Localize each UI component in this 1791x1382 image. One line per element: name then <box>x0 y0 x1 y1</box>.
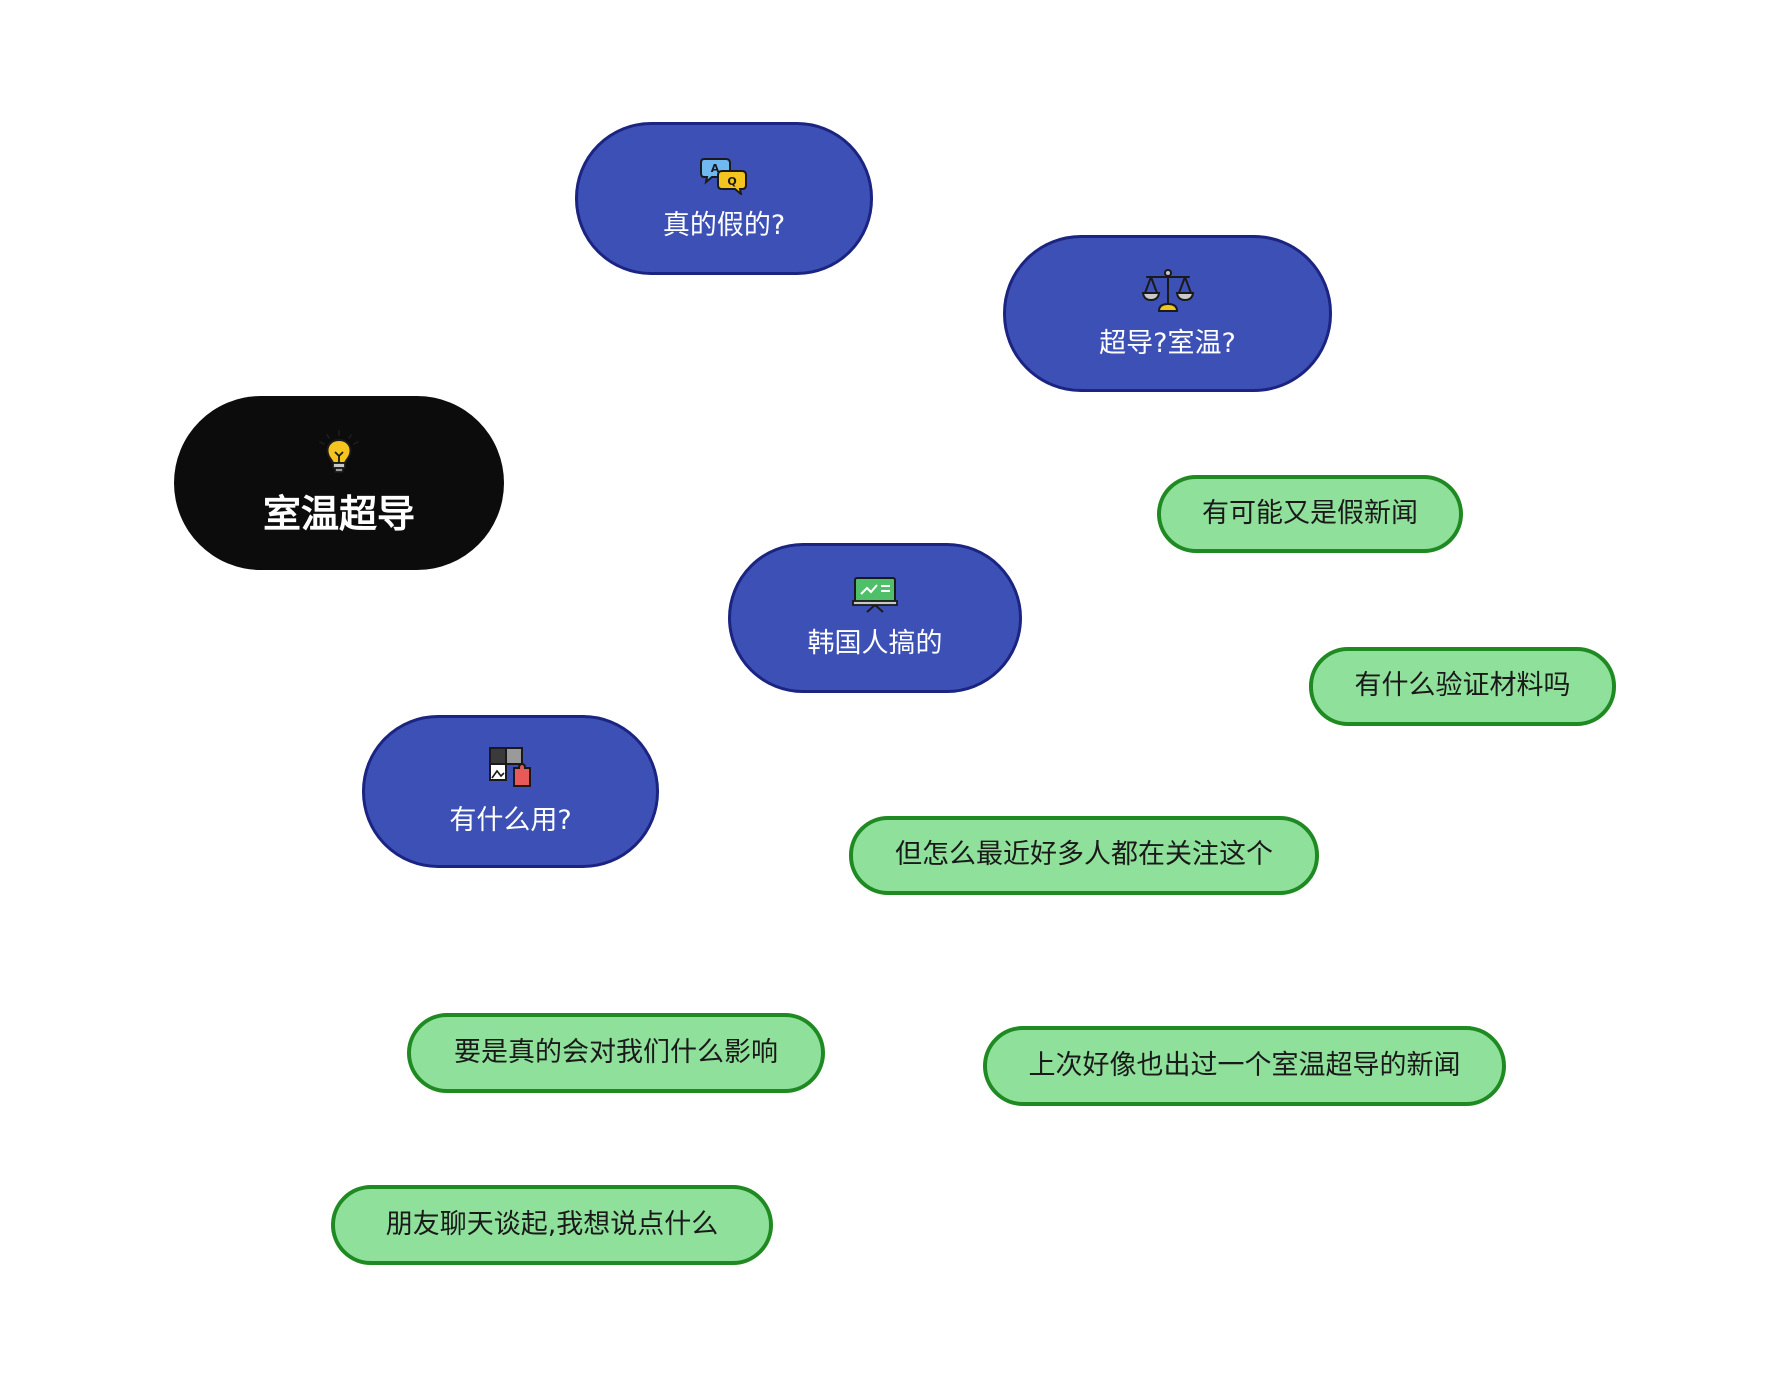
presentation-board-icon <box>852 575 898 620</box>
topic-node-real-or-fake[interactable]: A Q 真的假的? <box>575 122 873 275</box>
note-label: 但怎么最近好多人都在关注这个 <box>895 839 1273 871</box>
topic-label: 韩国人搞的 <box>807 628 943 660</box>
note-node[interactable]: 有什么验证材料吗 <box>1309 647 1616 726</box>
svg-text:A: A <box>711 162 720 175</box>
note-label: 朋友聊天谈起,我想说点什么 <box>385 1208 719 1240</box>
topic-label: 超导?室温? <box>1099 327 1236 359</box>
note-node[interactable]: 要是真的会对我们什么影响 <box>407 1013 825 1093</box>
topic-label: 有什么用? <box>449 804 572 836</box>
note-node[interactable]: 朋友聊天谈起,我想说点什么 <box>331 1185 773 1265</box>
topic-node-korean-made[interactable]: 韩国人搞的 <box>728 543 1022 693</box>
topic-node-what-use[interactable]: 有什么用? <box>362 715 659 868</box>
note-node[interactable]: 但怎么最近好多人都在关注这个 <box>849 816 1319 895</box>
qa-chat-bubbles-icon: A Q <box>700 155 748 202</box>
note-label: 要是真的会对我们什么影响 <box>454 1036 778 1068</box>
note-node[interactable]: 有可能又是假新闻 <box>1157 475 1463 553</box>
topic-label: 真的假的? <box>662 209 786 241</box>
root-topic-node[interactable]: 室温超导 <box>174 396 504 570</box>
note-label: 有可能又是假新闻 <box>1202 497 1418 529</box>
svg-text:Q: Q <box>727 175 736 188</box>
topic-node-superconductor-room-temp[interactable]: 超导?室温? <box>1003 235 1332 392</box>
lightbulb-icon <box>317 429 361 484</box>
note-label: 上次好像也出过一个室温超导的新闻 <box>1028 1049 1461 1081</box>
note-label: 有什么验证材料吗 <box>1354 670 1571 702</box>
root-topic-label: 室温超导 <box>262 491 415 536</box>
balance-scale-icon <box>1141 267 1195 320</box>
puzzle-icon <box>488 746 534 797</box>
note-node[interactable]: 上次好像也出过一个室温超导的新闻 <box>983 1026 1506 1106</box>
